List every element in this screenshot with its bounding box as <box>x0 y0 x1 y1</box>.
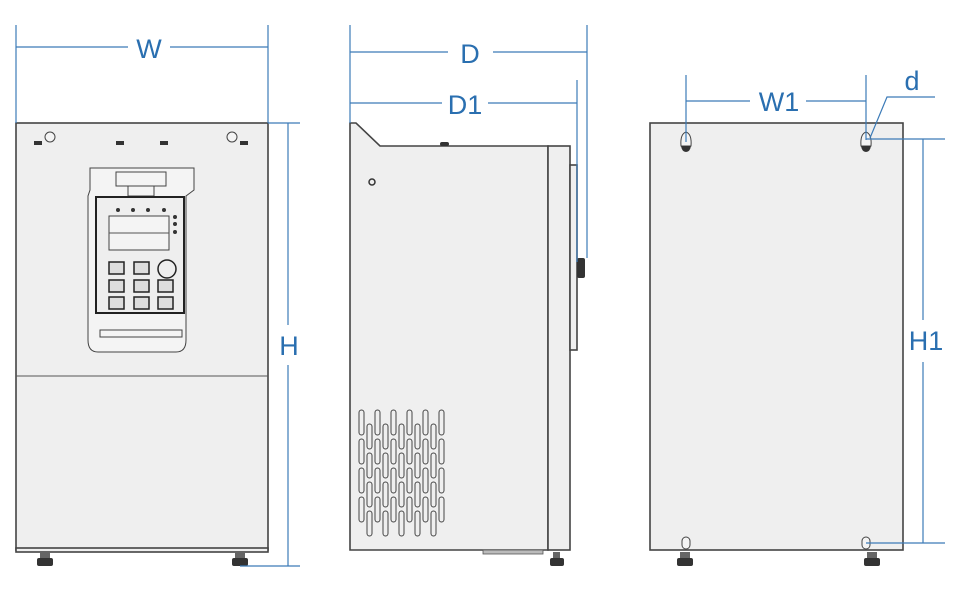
vent-slot <box>358 409 365 436</box>
vent-slot <box>374 496 381 523</box>
vent-slot <box>414 423 421 450</box>
vent-slot <box>422 467 429 494</box>
label-d1: D1 <box>448 90 483 120</box>
vent-slot <box>422 438 429 465</box>
vent-slot <box>374 467 381 494</box>
vent-slot <box>358 467 365 494</box>
label-d-hole: d <box>904 66 919 96</box>
height1-dimension: H1 <box>866 138 945 544</box>
rear-view <box>649 122 904 566</box>
height-dimension: H <box>240 122 300 567</box>
vent-slot <box>374 409 381 436</box>
vent-slot <box>430 510 437 537</box>
vent-slot <box>438 409 445 436</box>
knob-icon <box>157 259 177 279</box>
vent-slot <box>382 510 389 537</box>
vent-slot <box>390 496 397 523</box>
keypad-panel <box>87 167 195 353</box>
vent-slot <box>438 467 445 494</box>
label-w1: W1 <box>759 87 800 117</box>
front-view <box>15 122 269 566</box>
vent-slot <box>422 496 429 523</box>
vent-slot <box>430 481 437 508</box>
vent-slot <box>430 452 437 479</box>
label-h: H <box>279 331 299 361</box>
vent-slot <box>406 409 413 436</box>
vent-slot <box>398 452 405 479</box>
vent-slot <box>414 481 421 508</box>
width1-dimension: W1 <box>685 75 867 142</box>
vent-slot <box>366 510 373 537</box>
vent-slot <box>366 452 373 479</box>
knob-icon <box>577 258 585 278</box>
vent-slot <box>374 438 381 465</box>
vent-slot <box>438 438 445 465</box>
keypad-buttons <box>108 261 174 310</box>
label-h1: H1 <box>909 326 944 356</box>
vent-slot <box>406 496 413 523</box>
vent-slot <box>422 409 429 436</box>
vent-slot <box>390 438 397 465</box>
vent-slot <box>398 481 405 508</box>
vent-slot <box>398 510 405 537</box>
vent-slot <box>414 510 421 537</box>
vent-slot <box>414 452 421 479</box>
vent-slot <box>398 423 405 450</box>
vent-slot <box>406 467 413 494</box>
vent-slot <box>382 481 389 508</box>
vent-slot <box>430 423 437 450</box>
vent-slot <box>390 467 397 494</box>
width-dimension: W <box>15 25 269 123</box>
vent-slot <box>366 423 373 450</box>
vent-slot <box>382 452 389 479</box>
label-d: D <box>460 39 480 69</box>
foot <box>37 552 248 566</box>
vent-slot <box>358 438 365 465</box>
ventilation-slots <box>358 409 445 537</box>
hole-diameter-callout: d <box>869 66 935 139</box>
depth-dimension: D <box>349 25 588 258</box>
vent-slot <box>406 438 413 465</box>
vent-slot <box>390 409 397 436</box>
vent-slot <box>382 423 389 450</box>
depth1-dimension: D1 <box>350 80 578 262</box>
vent-slot <box>358 496 365 523</box>
vent-slot <box>438 496 445 523</box>
vent-slot <box>366 481 373 508</box>
label-w: W <box>136 34 162 64</box>
side-view <box>349 122 585 566</box>
mounting-keyhole <box>44 131 238 143</box>
